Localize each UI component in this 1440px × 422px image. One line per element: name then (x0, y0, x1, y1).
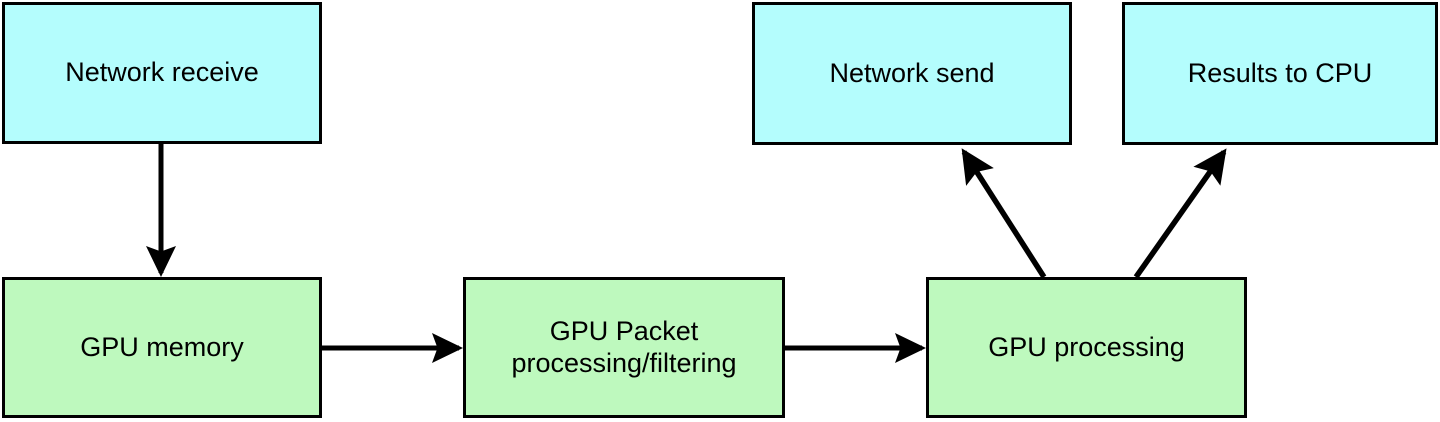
node-gpu-processing: GPU processing (926, 277, 1247, 418)
node-network-receive: Network receive (2, 2, 322, 144)
node-network-send: Network send (752, 2, 1072, 145)
node-gpu-packet-processing: GPU Packet processing/filtering (463, 277, 785, 418)
node-results-to-cpu: Results to CPU (1122, 2, 1438, 145)
node-network-receive-label: Network receive (65, 57, 259, 88)
node-gpu-processing-label: GPU processing (988, 331, 1185, 362)
node-gpu-memory-label: GPU memory (80, 331, 244, 362)
node-gpu-packet-processing-label: GPU Packet processing/filtering (511, 315, 737, 378)
arrow-gpu-processing-to-network-send (961, 148, 1047, 279)
node-network-send-label: Network send (829, 57, 995, 88)
arrow-gpu-processing-to-results-to-cpu (1133, 148, 1227, 279)
node-results-to-cpu-label: Results to CPU (1187, 57, 1373, 88)
node-gpu-memory: GPU memory (2, 277, 322, 418)
